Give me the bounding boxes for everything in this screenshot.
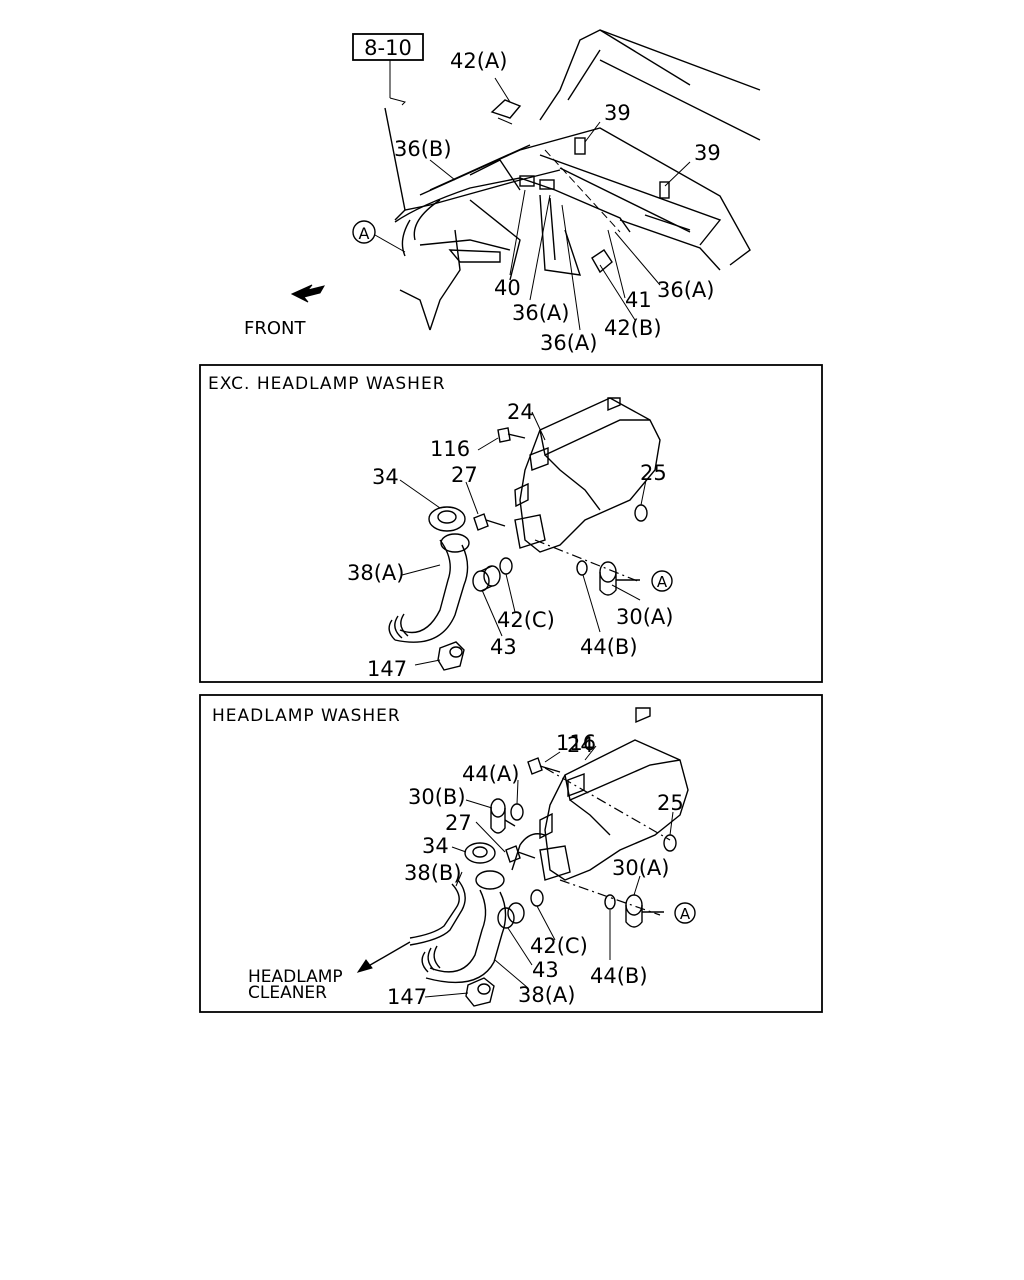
p2-label-24: 24	[567, 733, 594, 757]
label-42A-top: 42(A)	[450, 49, 507, 73]
p2-label-44B: 44(B)	[590, 964, 648, 988]
p2-label-38B: 38(B)	[404, 861, 462, 885]
cap-34	[464, 842, 496, 864]
ref-box-frame	[352, 33, 424, 61]
clip-42C	[530, 889, 544, 907]
p2-label-116: 116	[556, 731, 596, 755]
cleaner-label-line2: CLEANER	[248, 983, 327, 1003]
p1-label-25: 25	[640, 461, 667, 485]
seal-44B	[576, 560, 588, 576]
label-36A-1: 36(A)	[512, 301, 569, 325]
clip-42A	[490, 99, 522, 125]
body-outline	[384, 29, 761, 331]
panel2-title: HEADLAMP WASHER	[212, 706, 401, 726]
p1-label-30A: 30(A)	[616, 605, 673, 629]
p1-label-34: 34	[372, 465, 399, 489]
label-39-b: 39	[694, 141, 721, 165]
pump-30A	[625, 894, 664, 928]
bolt-116	[497, 427, 526, 443]
p2-label-30B: 30(B)	[408, 785, 466, 809]
p2-label-147: 147	[387, 985, 427, 1009]
front-label: FRONT	[244, 318, 306, 339]
p2-label-27: 27	[445, 811, 472, 835]
grommet-43	[497, 902, 525, 929]
tube-to-cleaner	[364, 941, 411, 969]
p2-label-34: 34	[422, 834, 449, 858]
p1-label-27: 27	[451, 463, 478, 487]
cap-25	[634, 504, 648, 522]
p2-label-43: 43	[532, 958, 559, 982]
panel1-callout-A-circle	[651, 570, 673, 592]
p2-label-44A: 44(A)	[462, 762, 519, 786]
label-39-a: 39	[604, 101, 631, 125]
panel-exc-headlamp-washer: EXC. HEADLAMP WASHER	[199, 364, 823, 683]
p1-label-24: 24	[507, 400, 534, 424]
clip-42C	[499, 557, 513, 575]
p2-label-25: 25	[657, 791, 684, 815]
cap-34	[428, 506, 466, 532]
bolt-27	[473, 513, 506, 531]
panel2-leaders	[424, 745, 674, 998]
cap-25	[663, 834, 677, 852]
label-40: 40	[494, 276, 521, 300]
p2-label-30A: 30(A)	[612, 856, 669, 880]
seal-44A	[510, 803, 524, 821]
label-36A-3: 36(A)	[657, 278, 714, 302]
panel1-frame	[199, 364, 823, 683]
panel2-callout-A: A	[680, 905, 691, 923]
front-arrow-icon	[290, 284, 326, 303]
p1-label-38A: 38(A)	[347, 561, 404, 585]
label-36A-2: 36(A)	[540, 331, 597, 355]
p1-label-43: 43	[490, 635, 517, 659]
grommet-43	[472, 565, 501, 592]
label-36B: 36(B)	[394, 137, 452, 161]
panel2-callout-A-circle	[674, 902, 696, 924]
hose-38B	[409, 879, 466, 946]
arrow-to-cleaner-icon	[356, 959, 373, 973]
reservoir-tank-24	[514, 397, 661, 553]
panel2-frame	[199, 694, 823, 1013]
label-41: 41	[625, 288, 652, 312]
bolt-116	[527, 757, 561, 775]
ref-box-label: 8-10	[364, 36, 412, 60]
panel1-callout-A: A	[657, 573, 668, 591]
bolt-39b	[659, 181, 670, 199]
p1-label-116: 116	[430, 437, 470, 461]
panel1-title: EXC. HEADLAMP WASHER	[208, 374, 446, 394]
top-vehicle-view: 8-10	[244, 29, 761, 355]
filler-hose-38A	[388, 533, 470, 643]
filler-hose-38A	[421, 870, 507, 984]
cleaner-label-line1: HEADLAMP	[248, 967, 343, 987]
p2-label-42C: 42(C)	[530, 934, 588, 958]
callout-A-circle	[352, 220, 376, 244]
hose-36A	[394, 177, 631, 233]
bolt-27	[505, 845, 536, 863]
pump-30A	[599, 561, 640, 596]
callout-A-top: A	[359, 224, 370, 243]
label-42B: 42(B)	[604, 316, 662, 340]
nozzle-40	[519, 175, 555, 190]
bolt-39a	[574, 137, 586, 155]
seal-44B	[604, 894, 616, 910]
bracket-147	[437, 641, 465, 671]
panel1-leaders	[399, 411, 647, 666]
p1-label-44B: 44(B)	[580, 635, 638, 659]
top-leader-lines	[374, 77, 691, 331]
panel-headlamp-washer: HEADLAMP WASHER	[199, 694, 823, 1013]
p1-label-42C: 42(C)	[497, 608, 555, 632]
clip-42B	[591, 249, 613, 274]
p1-label-147: 147	[367, 657, 407, 681]
p2-label-38A: 38(A)	[518, 983, 575, 1007]
bracket-147	[465, 977, 495, 1007]
